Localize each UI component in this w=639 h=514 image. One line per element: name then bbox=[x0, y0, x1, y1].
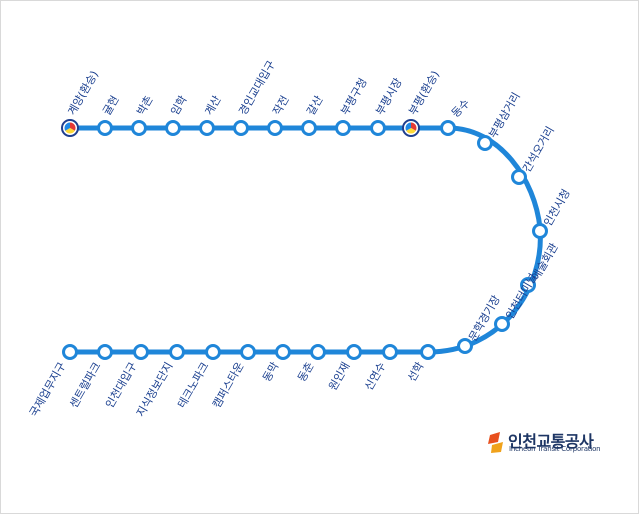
station-marker bbox=[382, 344, 398, 360]
company-logo: 인천교통공사 Incheon Transit Corporation bbox=[486, 429, 616, 457]
station-marker bbox=[233, 120, 249, 136]
station-marker bbox=[169, 344, 185, 360]
station[interactable]: 국제업무지구 bbox=[27, 344, 78, 420]
station-label: 인천터미널 bbox=[502, 271, 539, 322]
station-marker bbox=[457, 338, 473, 354]
station-marker bbox=[440, 120, 456, 136]
station-label: 계양(환승) bbox=[65, 68, 101, 117]
station-label: 부평(환승) bbox=[406, 68, 442, 117]
station-marker bbox=[532, 223, 548, 239]
station-label: 캠퍼스타운 bbox=[210, 360, 247, 410]
station-label: 신연수 bbox=[362, 360, 388, 393]
station-label: 박촌 bbox=[134, 93, 155, 117]
logo-name: 인천교통공사 bbox=[508, 432, 594, 451]
station[interactable]: 부평삼거리 bbox=[477, 90, 523, 151]
station-marker bbox=[165, 120, 181, 136]
station-label: 지식정보단지 bbox=[134, 360, 176, 419]
station-label: 인천대입구 bbox=[102, 360, 139, 411]
station-label: 귤현 bbox=[100, 93, 121, 117]
station-label: 부평삼거리 bbox=[486, 90, 523, 140]
station-label: 인천시청 bbox=[540, 186, 572, 228]
logo-name-en: Incheon Transit Corporation bbox=[509, 445, 601, 453]
station[interactable]: 간석오거리 bbox=[511, 124, 557, 185]
station-marker bbox=[335, 120, 351, 136]
station-label: 작전 bbox=[270, 93, 291, 117]
station-marker bbox=[346, 344, 362, 360]
station-marker bbox=[275, 344, 291, 360]
station-marker bbox=[267, 120, 283, 136]
station-label: 동수 bbox=[449, 97, 473, 121]
taeguk-transfer-icon bbox=[61, 119, 79, 137]
station-label: 간석오거리 bbox=[520, 124, 557, 174]
station-label: 부평시장 bbox=[373, 76, 405, 118]
taeguk-transfer-icon bbox=[402, 119, 420, 137]
station-marker bbox=[520, 277, 536, 293]
station-marker bbox=[420, 344, 436, 360]
station-marker bbox=[131, 120, 147, 136]
line-track bbox=[67, 125, 543, 355]
station[interactable]: 작전 bbox=[267, 93, 292, 136]
station-label: 국제업무지구 bbox=[27, 360, 69, 419]
station-marker bbox=[511, 169, 527, 185]
station-marker bbox=[205, 344, 221, 360]
station-marker bbox=[199, 120, 215, 136]
station-label: 임학 bbox=[168, 93, 189, 117]
logo-mark-icon bbox=[488, 432, 503, 453]
station-label: 동막 bbox=[260, 360, 281, 384]
station-label: 갈산 bbox=[303, 93, 325, 118]
station-label: 계산 bbox=[202, 93, 223, 117]
station-marker bbox=[477, 135, 493, 151]
station-label: 원인재 bbox=[326, 360, 352, 393]
station-marker bbox=[370, 120, 386, 136]
station-marker bbox=[97, 120, 113, 136]
station-label: 테크노파크 bbox=[175, 360, 212, 410]
station-marker bbox=[301, 120, 317, 136]
station-marker bbox=[97, 344, 113, 360]
station-label: 부평구청 bbox=[338, 76, 370, 118]
station-label: 선학 bbox=[405, 360, 426, 384]
station-marker bbox=[133, 344, 149, 360]
station-marker bbox=[62, 344, 78, 360]
station-marker bbox=[494, 316, 510, 332]
station-label: 동춘 bbox=[295, 360, 316, 384]
station-marker bbox=[240, 344, 256, 360]
station-label: 센트럴파크 bbox=[67, 360, 104, 410]
station-marker bbox=[310, 344, 326, 360]
